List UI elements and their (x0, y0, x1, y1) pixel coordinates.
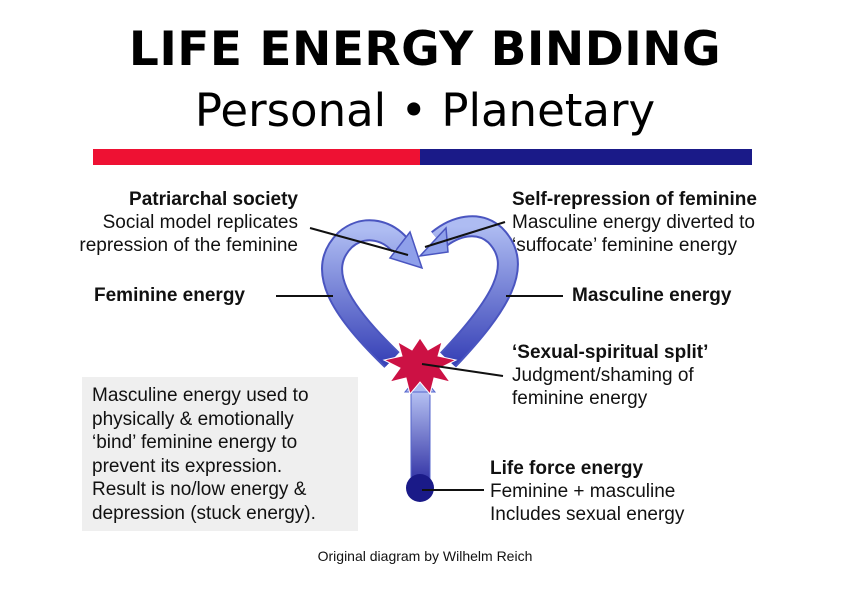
red-divider-bar (93, 149, 420, 165)
feminine-loop-arrowhead (388, 230, 424, 270)
life-force-stem (410, 389, 431, 488)
patriarchal-line2: repression of the feminine (79, 235, 298, 256)
label-self-repression: Self-repression of feminine Masculine en… (512, 188, 757, 257)
explanation-line: prevent its expression. (92, 455, 283, 477)
explanation-box: Masculine energy used to physically & em… (82, 377, 358, 531)
label-life-force-energy: Life force energy Feminine + masculine I… (490, 457, 684, 526)
explanation-line: physically & emotionally (92, 408, 294, 430)
explanation-line: Masculine energy used to (92, 385, 309, 406)
blue-divider-bar (420, 149, 752, 165)
label-feminine-energy: Feminine energy (94, 284, 245, 307)
life-force-line2: Includes sexual energy (490, 504, 685, 525)
patriarchal-heading: Patriarchal society (129, 189, 298, 210)
self-repression-heading: Self-repression of feminine (512, 189, 757, 210)
life-force-heading: Life force energy (490, 458, 644, 479)
explanation-line: ‘bind’ feminine energy to (92, 432, 298, 453)
label-patriarchal-society: Patriarchal society Social model replica… (40, 188, 298, 257)
leader-patriarchal (309, 227, 409, 256)
masculine-heading: Masculine energy (572, 285, 732, 306)
label-masculine-energy: Masculine energy (572, 284, 731, 307)
page-title: LIFE ENERGY BINDING (128, 22, 722, 77)
patriarchal-line1: Social model replicates (102, 212, 298, 233)
diagram-credit: Original diagram by Wilhelm Reich (317, 548, 533, 564)
self-repression-line1: Masculine energy diverted to (512, 212, 755, 233)
split-line2: feminine energy (512, 388, 648, 409)
split-starburst-icon (382, 337, 458, 396)
label-sexual-spiritual-split: ‘Sexual-spiritual split’ Judgment/shamin… (512, 341, 708, 410)
life-force-line1: Feminine + masculine (490, 481, 676, 502)
split-line1: Judgment/shaming of (512, 365, 694, 386)
explanation-line: Result is no/low energy & (92, 479, 307, 500)
leader-split (421, 363, 504, 377)
split-heading: ‘Sexual-spiritual split’ (512, 342, 709, 363)
self-repression-line2: ‘suffocate’ feminine energy (512, 235, 737, 256)
life-force-node (406, 474, 434, 502)
feminine-heading: Feminine energy (94, 285, 245, 306)
page-subtitle: Personal • Planetary (194, 84, 656, 137)
leader-self-repression (424, 221, 506, 248)
explanation-line: depression (stuck energy). (92, 502, 316, 524)
